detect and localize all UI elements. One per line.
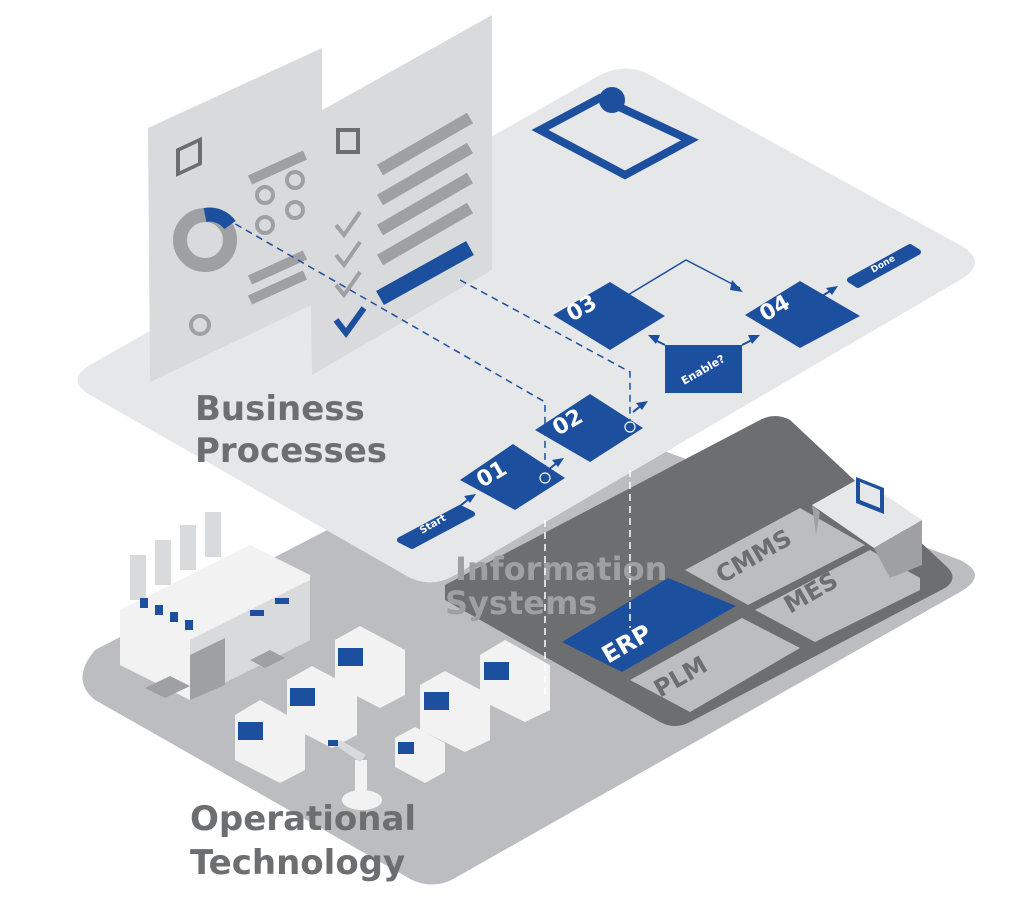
erp-tile[interactable] (562, 578, 736, 672)
machine-icon (395, 727, 445, 783)
start-node[interactable] (397, 505, 475, 549)
target-icon (539, 472, 551, 484)
operational-technology-title-line1: Operational (190, 799, 416, 839)
checklist-document (308, 15, 492, 375)
business-processes-title-line1: Business (195, 389, 365, 429)
connector-lines (224, 217, 631, 478)
target-icon (624, 421, 636, 433)
robot-arm-icon (328, 740, 382, 810)
step-04-box[interactable] (745, 281, 860, 348)
machines-group (235, 626, 550, 810)
decision-enable[interactable] (665, 345, 742, 393)
document-logo-icon (176, 136, 202, 177)
information-systems-title-line2: Systems (445, 584, 597, 622)
machine-icon (480, 640, 550, 722)
mes-tile[interactable] (755, 550, 920, 642)
machine-icon (335, 626, 405, 708)
step-02-box[interactable] (535, 394, 643, 462)
machine-icon (420, 671, 490, 752)
checkmark-icon (334, 210, 362, 299)
process-flow: Start 01 02 Enable? 03 04 Done (397, 244, 921, 549)
step-01-box[interactable] (460, 444, 565, 510)
business-processes-title-line2: Processes (195, 431, 387, 471)
done-node[interactable] (847, 244, 921, 288)
factory-icon (120, 512, 310, 700)
plm-tile[interactable] (630, 618, 800, 712)
information-systems-title-line1: Information (455, 550, 667, 588)
machine-icon (235, 700, 305, 783)
workstation-desk-icon (812, 477, 922, 578)
connector-lines-lower (544, 470, 631, 700)
cmms-tile[interactable] (685, 508, 865, 605)
brand-logo-icon (531, 87, 699, 180)
checkmark-icon (333, 306, 367, 339)
dashboard-document (148, 48, 322, 382)
operational-technology-title-line2: Technology (190, 843, 405, 883)
step-03-box[interactable] (553, 282, 665, 350)
business-processes-plane (77, 68, 975, 583)
